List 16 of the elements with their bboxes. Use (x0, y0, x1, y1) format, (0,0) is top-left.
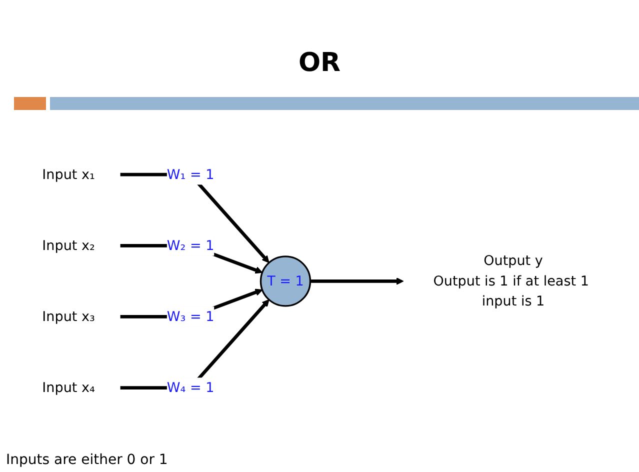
edge-label: W₂ = 1 (166, 237, 214, 254)
edge-label: W₁ = 1 (166, 166, 214, 182)
node-label: Output is 1 if at least 1 input is 1 (433, 272, 589, 309)
edge-label: W₃ = 1 (166, 308, 214, 324)
node-text: Input x₄ (42, 379, 95, 396)
node-circle: T = 1 (260, 255, 312, 307)
node-text: Input x₃ (42, 308, 95, 324)
arrow (310, 277, 404, 285)
node-text: Input x₁ (42, 166, 95, 182)
node-text: Output y (484, 252, 543, 268)
title: OR (297, 48, 342, 78)
note-text: Inputs are either 0 or 1 (6, 452, 168, 468)
edge-label: W₄ = 1 (166, 379, 214, 396)
node-text: Input x₂ (42, 237, 95, 254)
arrow (120, 299, 270, 390)
arrow (120, 172, 270, 263)
